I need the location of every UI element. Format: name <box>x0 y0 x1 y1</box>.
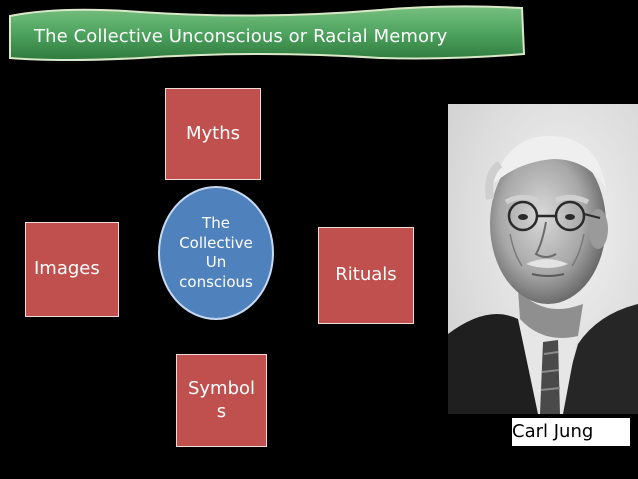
node-rituals: Rituals <box>318 227 414 324</box>
ribbon-shape <box>9 5 526 61</box>
center-node-collective-unconscious: The Collective Un conscious <box>158 186 274 320</box>
node-myths-label: Myths <box>185 122 241 144</box>
page-title: The Collective Unconscious or Racial Mem… <box>34 26 448 47</box>
node-myths: Myths <box>165 88 261 180</box>
center-node-label: The Collective Un conscious <box>179 214 253 291</box>
node-symbols: Symbol s <box>176 354 267 447</box>
node-images: Images <box>25 222 119 317</box>
node-rituals-label: Rituals <box>335 264 397 286</box>
title-banner: The Collective Unconscious or Racial Mem… <box>0 0 530 64</box>
node-symbols-label: Symbol s <box>187 378 256 422</box>
portrait-photo <box>448 104 638 414</box>
photo-caption: Carl Jung <box>512 418 630 446</box>
node-images-label: Images <box>34 258 100 280</box>
portrait-image <box>448 104 638 414</box>
